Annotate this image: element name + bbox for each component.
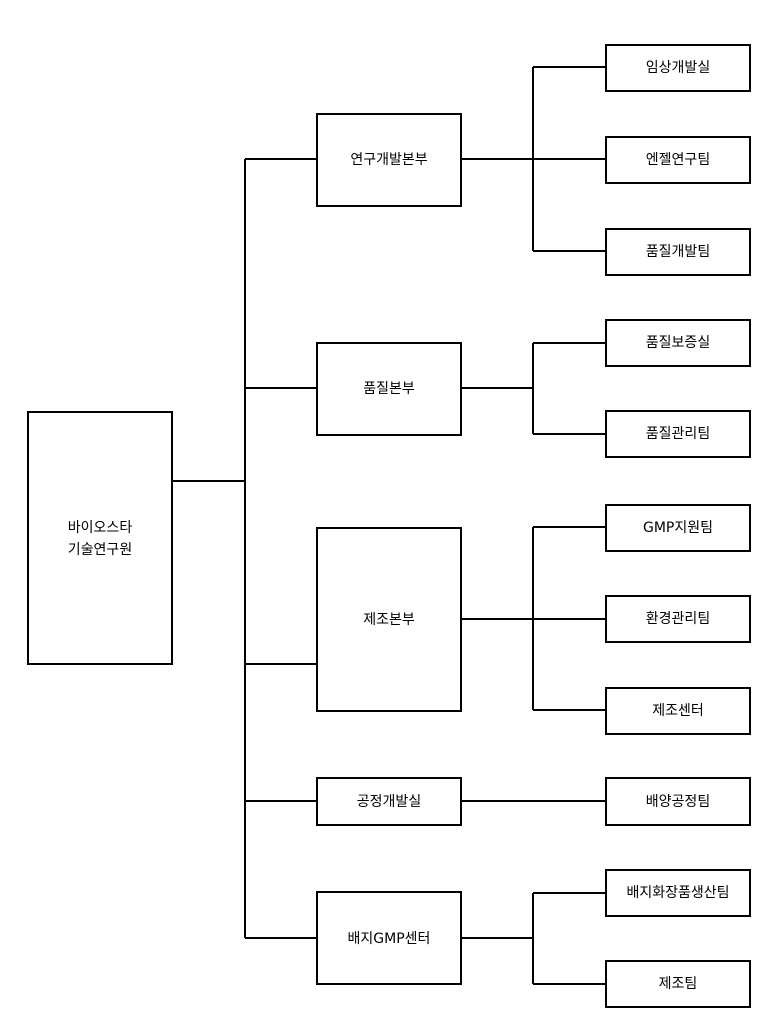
team-label: 제조팀 [659,976,698,992]
team-node: 환경관리팀 [605,595,751,643]
team-node: 제조팀 [605,960,751,1008]
division-label: 품질본부 [363,381,415,397]
team-node: 임상개발실 [605,44,751,92]
division-node-quality: 품질본부 [316,342,462,436]
team-label: 배양공정팀 [646,794,710,810]
root-node: 바이오스타 기술연구원 [27,411,173,665]
team-node: GMP지원팀 [605,504,751,552]
root-label-line-2: 기술연구원 [68,542,132,558]
division-node-manufacturing: 제조본부 [316,527,462,712]
team-label: 환경관리팀 [646,611,710,627]
team-label: 임상개발실 [646,60,710,76]
team-node: 품질개발팀 [605,228,751,276]
team-label: 품질관리팀 [646,426,710,442]
team-node: 품질관리팀 [605,410,751,458]
team-label: 품질개발팀 [646,244,710,260]
division-node-research: 연구개발본부 [316,113,462,207]
team-label: 엔젤연구팀 [646,152,710,168]
team-label: 제조센터 [652,703,704,719]
division-node-media-gmp: 배지GMP센터 [316,891,462,985]
team-label: GMP지원팀 [643,520,713,536]
division-label: 연구개발본부 [350,152,427,168]
team-node: 엔젤연구팀 [605,136,751,184]
team-node: 품질보증실 [605,319,751,367]
division-label: 배지GMP센터 [348,931,431,947]
team-node: 제조센터 [605,687,751,735]
division-label: 공정개발실 [357,794,421,810]
team-label: 배지화장품생산팀 [626,885,729,901]
team-label: 품질보증실 [646,335,710,351]
division-node-process: 공정개발실 [316,777,462,826]
team-node: 배양공정팀 [605,777,751,826]
connectors [173,66,606,985]
team-node: 배지화장품생산팀 [605,869,751,917]
root-label-line-1: 바이오스타 [68,520,133,536]
division-label: 제조본부 [363,612,415,628]
